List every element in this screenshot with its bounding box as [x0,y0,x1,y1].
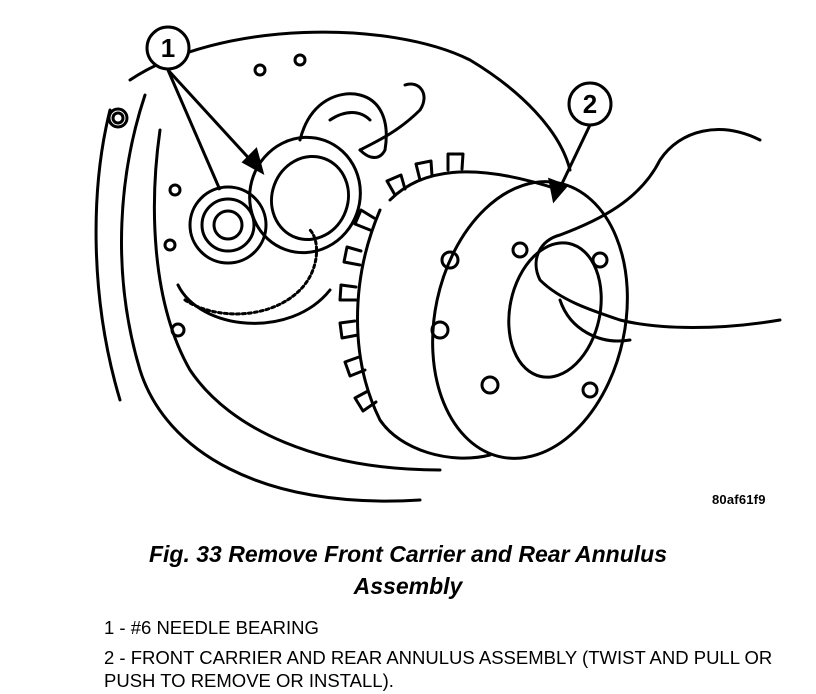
figure-caption: Fig. 33 Remove Front Carrier and Rear An… [0,538,816,602]
callout-2-label: 2 [583,89,597,119]
callout-1-arrow-b [166,69,222,191]
carrier-hole [511,241,529,259]
hand-in-carrier [534,128,782,329]
carrier-inner-bore [507,241,603,379]
bolt-hole [163,238,177,252]
housing-left-flange [94,108,122,402]
transmission-illustration: 1 2 [94,25,782,503]
legend-item-1: 1 - #6 NEEDLE BEARING [104,617,319,638]
bolt-hole [293,53,307,67]
bolt-hole [111,111,125,125]
needle-bearing-outer [248,135,362,255]
figure-image-id: 80af61f9 [712,492,766,507]
bolt-hole [168,183,182,197]
housing-left-edge [120,93,422,503]
hand-knuckle [558,298,632,343]
legend-item-2: 2 - FRONT CARRIER AND REAR ANNULUS ASSEM… [104,647,773,691]
callout-1-arrow [166,68,257,167]
hand-holding-bearing [298,92,388,159]
sun-gear-hub [212,209,244,241]
internal-ring-gear [183,228,319,316]
needle-bearing-inner [270,154,350,242]
bolt-hole [253,63,267,77]
carrier-gear-teeth [338,152,465,413]
callout-2-arrow [556,124,592,193]
carrier-hole [480,375,500,395]
carrier-hole [440,250,460,270]
caption-line-2: Assembly [353,573,463,599]
callout-1-circle [145,25,191,71]
housing-outline [128,30,572,172]
sun-gear-mid [200,197,256,253]
bolt-hole [170,322,186,338]
internal-ring-gear-outer [176,283,332,325]
hand-finger [358,82,426,152]
carrier-hole [591,251,609,269]
caption-line-1: Fig. 33 Remove Front Carrier and Rear An… [148,541,668,567]
callout-2-arrowhead [547,177,569,204]
carrier-drum-side [356,208,382,422]
housing-inner-outline [152,128,442,472]
callout-1-arrowhead [241,147,265,176]
carrier-hole [581,381,599,399]
carrier-drum-bottom [378,418,492,460]
callout-1-label: 1 [161,33,175,63]
carrier-hole [430,320,450,340]
bolt-hole [107,107,129,129]
carrier-drum-top [388,170,562,202]
hand-finger [328,111,372,122]
sun-gear-outer [188,185,268,265]
callout-2-circle [567,81,613,127]
